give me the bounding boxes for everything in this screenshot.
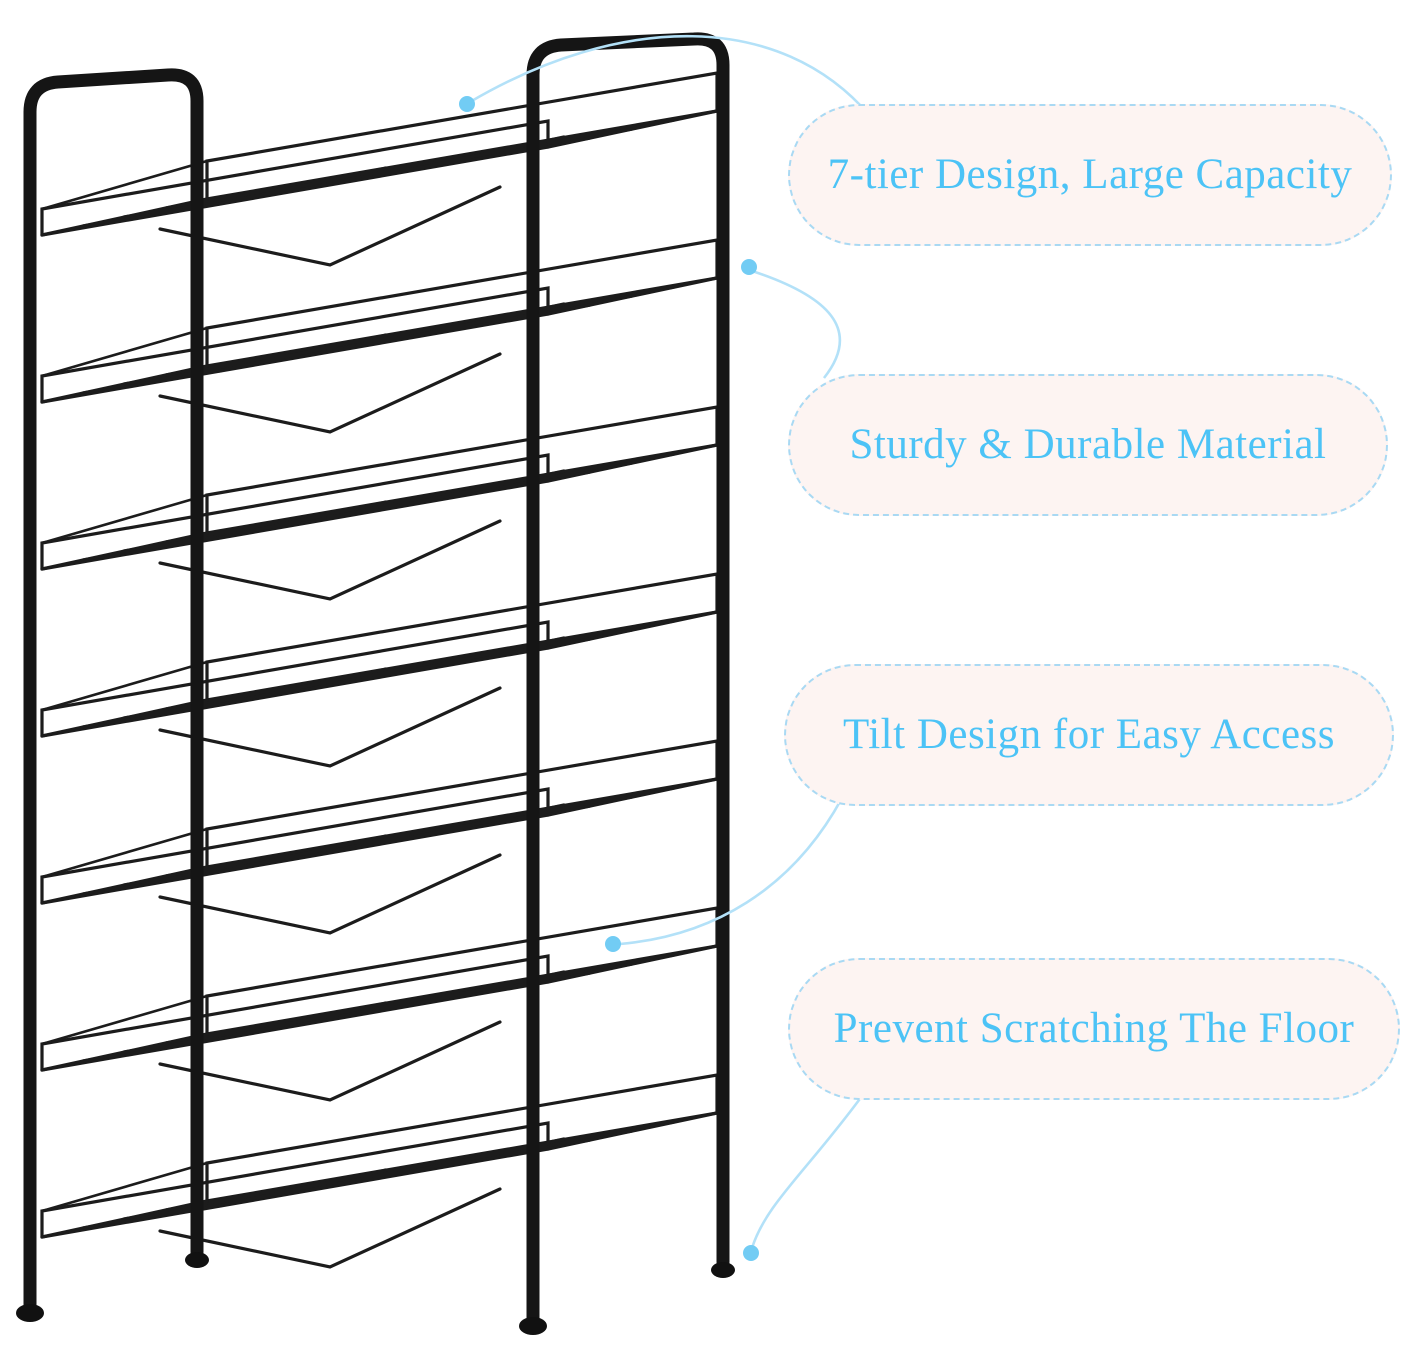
connector-dot-3 — [605, 936, 621, 952]
connector-dot-1 — [459, 96, 475, 112]
callout-sturdy-material: Sturdy & Durable Material — [788, 374, 1388, 516]
callout-label: Tilt Design for Easy Access — [842, 711, 1336, 759]
callout-tier-design: 7-tier Design, Large Capacity — [788, 104, 1392, 246]
callout-floor-protection: Prevent Scratching The Floor — [788, 958, 1400, 1100]
connector-dot-2 — [741, 259, 757, 275]
connector-dot-4 — [743, 1245, 759, 1261]
connector-line-3 — [619, 797, 844, 946]
callout-label: 7-tier Design, Large Capacity — [827, 151, 1353, 199]
connector-line-1 — [469, 34, 871, 117]
callout-label: Prevent Scratching The Floor — [833, 1005, 1355, 1053]
connector-line-2 — [748, 268, 842, 379]
callout-tilt-design: Tilt Design for Easy Access — [784, 664, 1394, 806]
callout-label: Sturdy & Durable Material — [849, 421, 1327, 469]
connector-line-4 — [750, 1095, 864, 1249]
rack-feet — [16, 1252, 735, 1335]
